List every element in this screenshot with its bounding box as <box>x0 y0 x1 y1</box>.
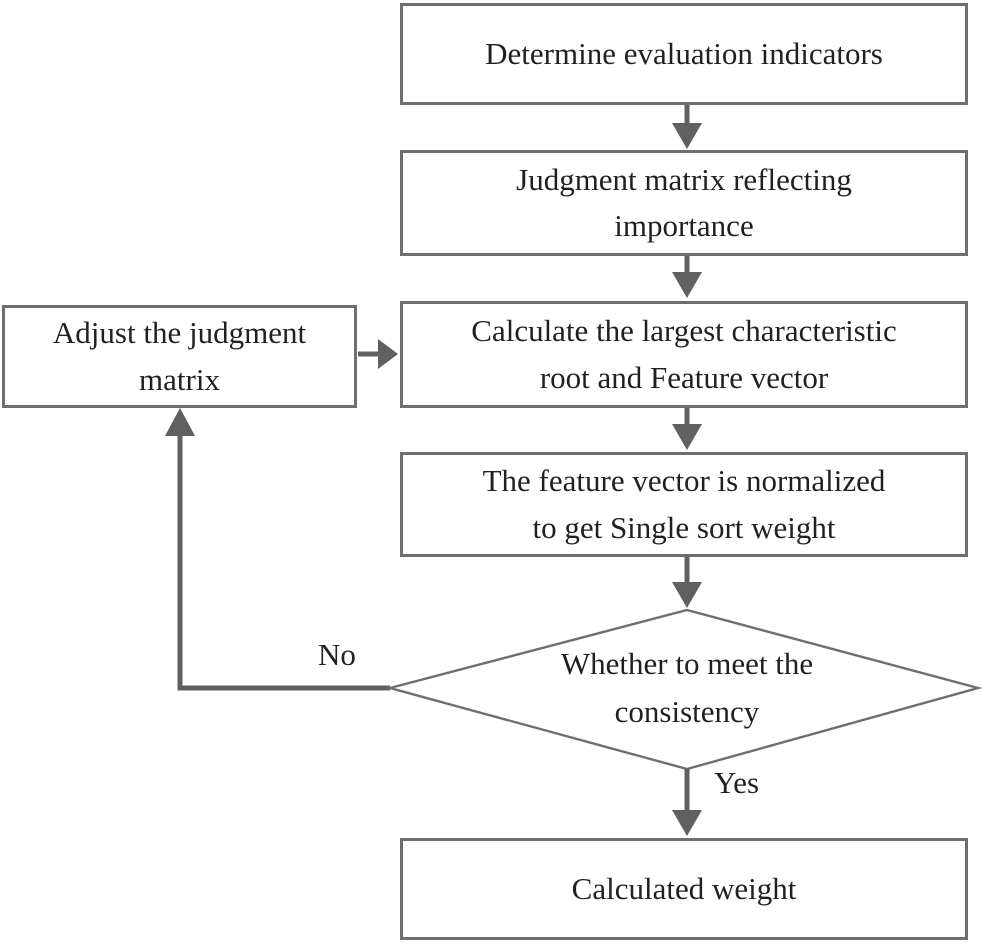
node-judgment-matrix: Judgment matrix reflecting importance <box>400 150 968 256</box>
arrow-no-loop <box>177 412 390 691</box>
arrowhead-no-loop-up <box>165 408 195 436</box>
node-adjust-judgment-matrix-label: Adjust the judgment matrix <box>52 315 307 397</box>
node-decision-consistency-label: Whether to meet the consistency <box>560 645 814 729</box>
node-judgment-matrix-label: Judgment matrix reflecting importance <box>516 161 852 244</box>
arrowhead-decision-to-result <box>672 810 702 836</box>
arrowhead-judgment-to-calculate <box>672 272 702 298</box>
node-calculate-characteristic-root: Calculate the largest characteristic roo… <box>400 301 968 408</box>
node-adjust-judgment-matrix: Adjust the judgment matrix <box>2 305 357 408</box>
node-determine-indicators: Determine evaluation indicators <box>400 3 968 105</box>
node-normalize-feature-vector: The feature vector is normalized to get … <box>400 452 968 557</box>
arrowhead-normalize-to-decision <box>672 582 702 608</box>
node-normalize-feature-vector-label: The feature vector is normalized to get … <box>482 463 886 545</box>
node-decision-consistency: Whether to meet the consistency <box>477 638 897 738</box>
node-calculate-characteristic-root-label: Calculate the largest characteristic roo… <box>471 313 897 395</box>
arrowhead-determine-to-judgment <box>672 123 702 149</box>
node-determine-indicators-label: Determine evaluation indicators <box>485 35 883 71</box>
node-calculated-weight: Calculated weight <box>400 838 968 940</box>
arrowhead-calculate-to-normalize <box>672 424 702 450</box>
node-calculated-weight-label: Calculated weight <box>571 870 797 906</box>
edge-label-yes: Yes <box>714 765 760 800</box>
arrowhead-adjust-to-calculate <box>378 339 398 369</box>
edge-label-no: No <box>318 637 356 672</box>
